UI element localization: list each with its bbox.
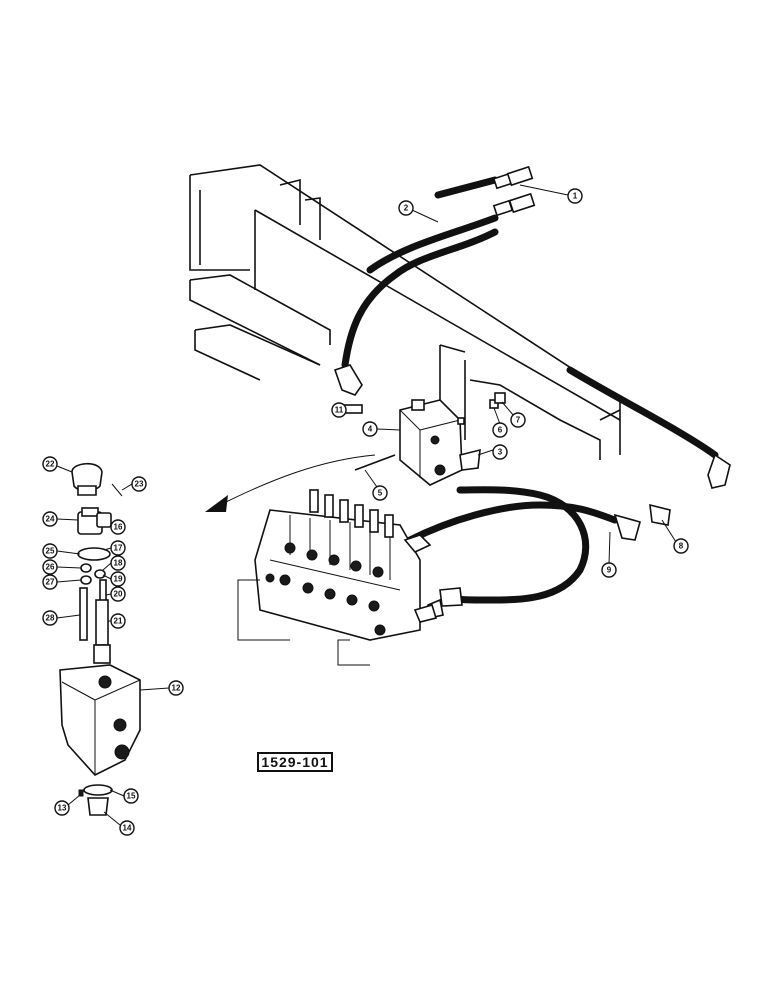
svg-text:23: 23 — [135, 480, 144, 489]
callout-27: 27 — [42, 574, 58, 590]
callout-5: 5 — [372, 485, 388, 501]
svg-text:25: 25 — [46, 547, 55, 556]
svg-text:11: 11 — [335, 406, 344, 415]
callout-28: 28 — [42, 610, 58, 626]
callout-18: 18 — [110, 555, 126, 571]
svg-text:22: 22 — [46, 460, 55, 469]
callout-9: 9 — [601, 562, 617, 578]
direction-arrow — [205, 454, 376, 512]
figure-reference-number: 1529-101 — [257, 752, 333, 772]
svg-text:13: 13 — [58, 804, 67, 813]
svg-text:18: 18 — [114, 559, 123, 568]
lower-hoses — [406, 486, 671, 619]
upper-hoses — [333, 165, 731, 489]
callout-24: 24 — [42, 511, 58, 527]
svg-text:5: 5 — [378, 489, 383, 498]
callout-22: 22 — [42, 456, 58, 472]
svg-text:20: 20 — [114, 590, 123, 599]
svg-text:4: 4 — [368, 425, 373, 434]
callout-13: 13 — [54, 800, 70, 816]
svg-text:26: 26 — [46, 563, 55, 572]
callout-16: 16 — [110, 519, 126, 535]
tractor-frame — [189, 164, 621, 460]
svg-text:12: 12 — [172, 684, 181, 693]
callout-1: 1 — [567, 188, 583, 204]
svg-text:9: 9 — [607, 566, 612, 575]
callout-20: 20 — [110, 586, 126, 602]
valve-body — [339, 392, 506, 486]
callout-14: 14 — [119, 820, 135, 836]
callout-6: 6 — [492, 422, 508, 438]
svg-text:1: 1 — [573, 192, 578, 201]
svg-text:14: 14 — [123, 824, 132, 833]
leader-lines — [56, 184, 677, 826]
callout-12: 12 — [168, 680, 184, 696]
svg-text:8: 8 — [679, 542, 684, 551]
control-valve-bank — [237, 489, 438, 666]
svg-text:24: 24 — [46, 515, 55, 524]
callout-19: 19 — [110, 571, 126, 587]
svg-text:27: 27 — [46, 578, 55, 587]
svg-text:2: 2 — [404, 204, 409, 213]
callout-11: 11 — [331, 402, 347, 418]
callout-23: 23 — [131, 476, 147, 492]
callout-2: 2 — [398, 200, 414, 216]
callout-17: 17 — [110, 540, 126, 556]
svg-text:19: 19 — [114, 575, 123, 584]
svg-text:16: 16 — [114, 523, 123, 532]
callout-26: 26 — [42, 559, 58, 575]
callout-3: 3 — [492, 444, 508, 460]
svg-text:3: 3 — [498, 448, 503, 457]
callout-4: 4 — [362, 421, 378, 437]
svg-text:7: 7 — [516, 416, 521, 425]
svg-text:21: 21 — [114, 617, 123, 626]
svg-text:6: 6 — [498, 426, 503, 435]
svg-text:28: 28 — [46, 614, 55, 623]
exploded-relief-valve — [59, 462, 141, 816]
svg-text:15: 15 — [127, 792, 136, 801]
callout-15: 15 — [123, 788, 139, 804]
callout-25: 25 — [42, 543, 58, 559]
callout-21: 21 — [110, 613, 126, 629]
callout-7: 7 — [510, 412, 526, 428]
callout-8: 8 — [673, 538, 689, 554]
svg-text:17: 17 — [114, 544, 123, 553]
